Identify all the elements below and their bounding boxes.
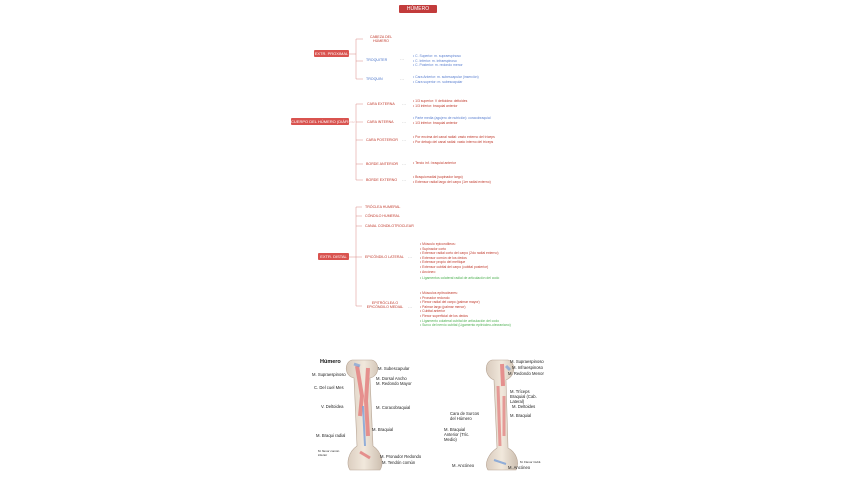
node-troquiter: TROQUITER xyxy=(366,58,388,62)
dots: ··· xyxy=(402,120,406,125)
label: M. Redondo Mayor xyxy=(376,381,412,386)
label: M. Braquial xyxy=(372,427,394,432)
node-condilo: CÓNDILO HUMERAL xyxy=(365,214,400,218)
label: M. Tendón común xyxy=(382,460,416,465)
leaf-troquiter: • C. Superior: m. supraespinoso • C. Inf… xyxy=(413,54,463,68)
label: Cara de Surcos del Húmero xyxy=(450,411,480,421)
figure-title: Húmero xyxy=(320,359,341,365)
group-cuerpo: CUERPO DEL HÚMERO (DIÁFISIS) xyxy=(291,118,357,125)
leaf-borde-externo: • Braquiorradial (supinador largo) • Ext… xyxy=(413,175,491,184)
dots: ··· xyxy=(408,305,412,310)
label: M. Supraespinoso xyxy=(510,359,544,364)
label: M. flexor común inferior xyxy=(318,449,340,457)
label: C. Del cuel Mes xyxy=(314,385,344,390)
humerus-anterior-illustration xyxy=(345,359,383,471)
label: M. Ancóneo xyxy=(508,465,531,470)
leaf-epicondilo-lateral: • Músculo epicondíleos: • Supinador cort… xyxy=(420,242,500,281)
node-borde-anterior: BORDE ANTERIOR xyxy=(366,162,399,166)
label: M. Subescapular xyxy=(378,366,410,371)
dots: ··· xyxy=(402,178,406,183)
leaf-borde-anterior: • Tercio inf.: braquial anterior xyxy=(413,161,456,165)
dots: ··· xyxy=(400,57,404,62)
label: M. Braquial xyxy=(510,413,532,418)
node-cara-externa: CARA EXTERNA xyxy=(367,102,395,106)
humerus-posterior-illustration xyxy=(485,359,518,471)
dots: ··· xyxy=(402,162,406,167)
label: M. Dorsal Ancho xyxy=(376,376,407,381)
node-troclea: TRÓCLEA HUMERAL xyxy=(365,205,401,209)
dots: ··· xyxy=(408,255,412,260)
leaf-cara-externa: • 1/3 superior: V deltoidea: deltoides •… xyxy=(413,99,468,108)
label: M. Infraespinoso xyxy=(512,365,543,370)
node-cabeza: CABEZA DEL HÚMERO xyxy=(369,35,393,44)
label: M. Flexor Cubit. xyxy=(520,460,542,464)
label: M. Supraespinoso xyxy=(312,372,346,377)
node-canal: CANAL CONDILOTROCLEAR xyxy=(365,224,414,228)
label: M. Tríceps Braquial (Cab. Lateral) xyxy=(510,389,537,404)
node-troquin: TROQUIN xyxy=(366,77,383,81)
label: M. Coracobraquial xyxy=(376,405,411,410)
leaf-cara-posterior: • Por encima del canal radial: vasto ext… xyxy=(413,135,495,144)
label: M. Deltoides xyxy=(512,404,536,409)
label: M. Ancóneo xyxy=(452,463,475,468)
label: V. Deltoidea xyxy=(321,404,344,409)
diagram-title: HÚMERO xyxy=(399,5,437,13)
dots: ··· xyxy=(402,138,406,143)
node-epitroclea: EPITRÓCLEA O EPICÓNDILO MEDIAL xyxy=(366,301,404,310)
dots: ··· xyxy=(400,77,404,82)
label: M. Pronador Redondo xyxy=(380,454,422,459)
group-proximal: EXTR. PROXIMAL xyxy=(314,50,349,57)
node-cara-interna: CARA INTERNA xyxy=(367,120,394,124)
label: M. Braquial Anterior (Tríc. Medio) xyxy=(444,427,470,442)
leaf-troquin: • Cara Anterior: m. subescapular (inserc… xyxy=(413,75,479,84)
node-cara-posterior: CARA POSTERIOR xyxy=(366,138,398,142)
label: M. Redondo Menor xyxy=(508,371,544,376)
dots: ··· xyxy=(402,102,406,107)
leaf-epitroclea: • Músculos epitrocleares: • Pronador red… xyxy=(420,291,511,328)
node-borde-externo: BORDE EXTERNO xyxy=(366,178,398,182)
node-epicondilo-lateral: EPICÓNDILO LATERAL xyxy=(365,255,404,259)
group-distal: EXTR. DISTAL xyxy=(318,253,349,260)
leaf-cara-interna: • Parte media (agujero de nutrición): co… xyxy=(413,116,491,125)
label: M. Braqui radial xyxy=(316,433,346,438)
